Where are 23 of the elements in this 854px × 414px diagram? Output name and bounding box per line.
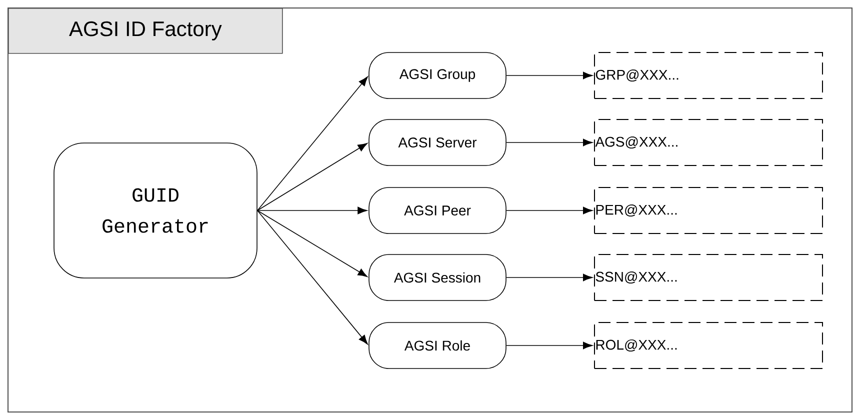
process-box: AGSI Session xyxy=(368,254,506,301)
id-box: ROL@XXX... xyxy=(594,322,823,369)
arrow xyxy=(257,210,368,278)
process-box: AGSI Server xyxy=(368,119,506,166)
arrow xyxy=(506,274,593,282)
process-box: AGSI Group xyxy=(368,52,506,99)
arrow xyxy=(257,206,368,214)
frame xyxy=(8,8,852,412)
arrow xyxy=(257,76,368,211)
id-box: PER@XXX... xyxy=(594,187,823,234)
process-box: GUID Generator xyxy=(54,142,258,278)
id-box: SSN@XXX... xyxy=(594,254,823,301)
arrow xyxy=(506,72,593,80)
process-box: AGSI Peer xyxy=(368,187,506,234)
arrow xyxy=(506,342,593,350)
arrow xyxy=(506,206,593,214)
arrow xyxy=(257,210,368,345)
id-box: GRP@XXX... xyxy=(594,52,823,99)
title-tab: AGSI ID Factory xyxy=(8,8,283,54)
arrow xyxy=(506,138,593,146)
process-box: AGSI Role xyxy=(368,322,506,369)
arrow xyxy=(257,142,368,211)
id-box: AGS@XXX... xyxy=(594,119,823,166)
